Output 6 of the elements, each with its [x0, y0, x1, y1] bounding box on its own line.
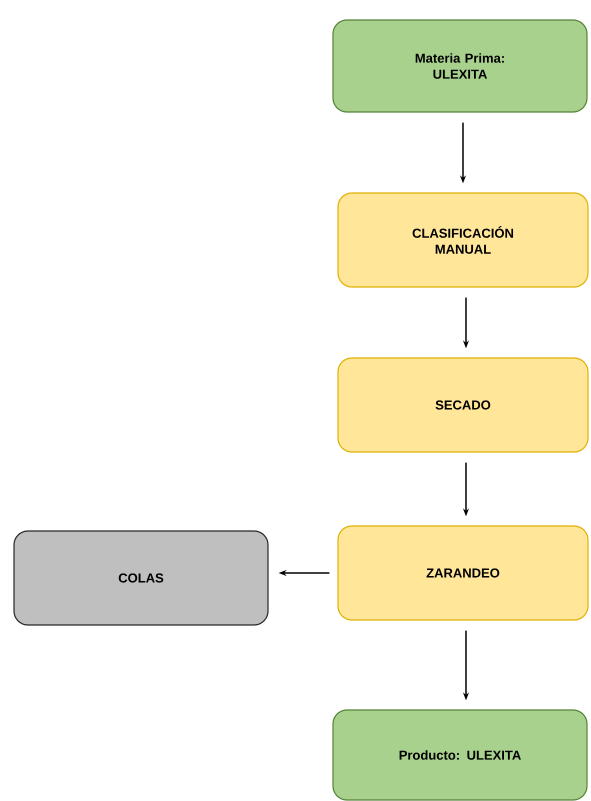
process-box: CLASIFICACIÓN MANUAL	[337, 192, 589, 288]
process-box: Materia Prima: ULEXITA	[332, 19, 588, 113]
process-box: Producto: ULEXITA	[332, 709, 588, 801]
process-box: COLAS	[13, 530, 269, 626]
process-box: SECADO	[337, 357, 589, 453]
process-box: ZARANDEO	[337, 525, 589, 621]
